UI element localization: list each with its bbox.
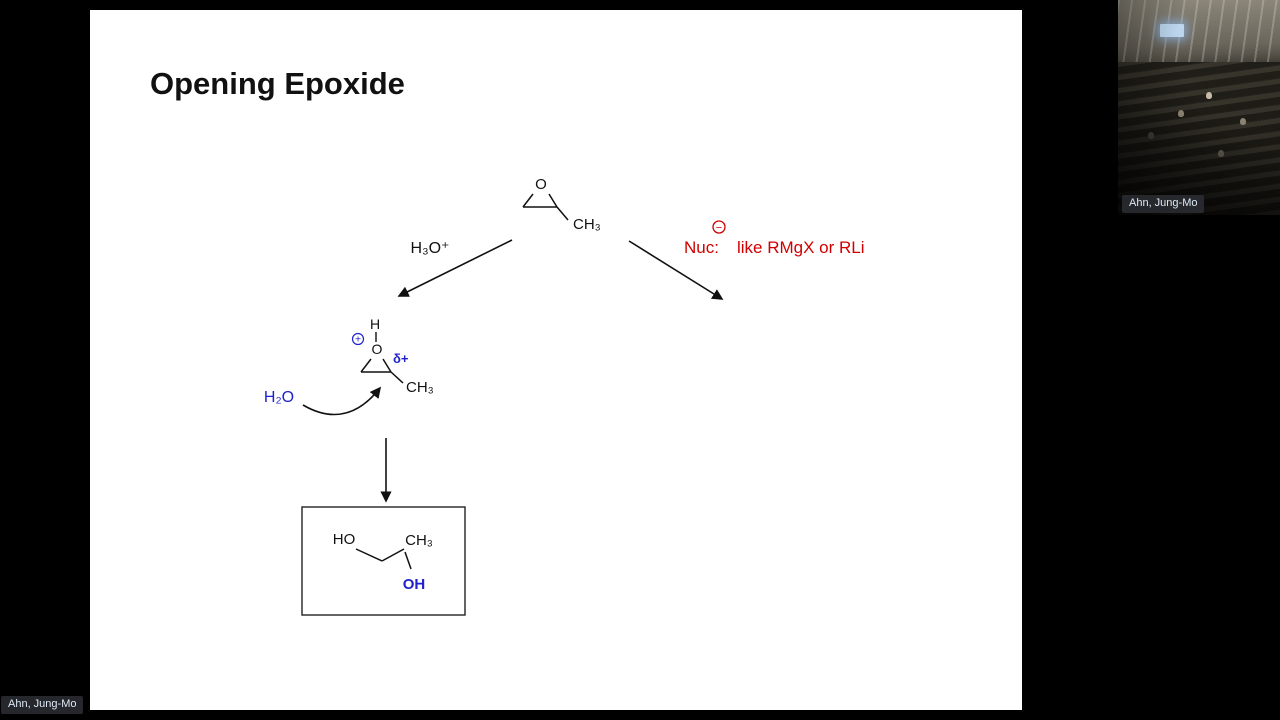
minus-charge-label: − [716, 222, 722, 234]
bond-line [548, 193, 558, 208]
nucleophile-label: Nuc: [684, 238, 719, 257]
bond-line [360, 358, 372, 373]
epoxide-methyl-label: CH₃ [573, 216, 601, 233]
lecture-hall-video [1118, 0, 1280, 215]
video-vignette [1118, 0, 1280, 215]
water-nucleophile-label: H₂O [264, 389, 294, 406]
bond-line [355, 548, 383, 562]
proton-label: H [370, 316, 380, 332]
webcam-name: Ahn, Jung-Mo [1129, 197, 1198, 209]
reaction-scheme: O CH₃ H₃O⁺ − Nuc: like RMgX or RLi [264, 176, 865, 616]
webcam-name-tag: Ahn, Jung-Mo [1122, 195, 1205, 213]
product-methyl-label: CH₃ [405, 532, 433, 549]
nucleophile-pathway: − Nuc: like RMgX or RLi [628, 220, 865, 300]
protonated-epoxide-intermediate: H + O δ+ CH₃ H₂O [264, 316, 434, 416]
webcam-tile[interactable]: Ahn, Jung-Mo [1118, 0, 1280, 215]
slide-title: Opening Epoxide [150, 66, 405, 101]
bond-line [382, 358, 392, 373]
nucleophile-examples: like RMgX or RLi [737, 238, 865, 257]
epoxide-structure: O CH₃ [522, 176, 601, 233]
product-structure: HO CH₃ OH [301, 506, 466, 616]
curved-attack-arrow [302, 386, 382, 416]
plus-circle-icon [351, 332, 365, 346]
intermediate-oxygen-label: O [372, 341, 383, 357]
epoxide-oxygen-label: O [535, 176, 547, 193]
plus-charge-label: + [355, 335, 361, 346]
product-oh-label: OH [403, 576, 426, 593]
presenter-name-tag: Ahn, Jung-Mo [1, 696, 84, 714]
bond-line [404, 551, 412, 570]
product-box [301, 506, 466, 616]
presentation-slide: Opening Epoxide O CH₃ H₃O⁺ [90, 10, 1022, 710]
bond-line [390, 371, 404, 384]
acid-pathway: H₃O⁺ [397, 239, 513, 297]
bond-line [522, 193, 534, 208]
hydronium-label: H₃O⁺ [411, 240, 450, 257]
intermediate-methyl-label: CH₃ [406, 379, 434, 396]
reaction-arrow-right [628, 240, 724, 300]
bond-line [381, 548, 405, 562]
minus-circle-icon [712, 220, 726, 234]
bond-line [556, 206, 569, 221]
presenter-name: Ahn, Jung-Mo [8, 698, 77, 710]
product-ho-label: HO [333, 531, 356, 548]
delta-plus-label: δ+ [393, 351, 409, 366]
reaction-arrow-left [397, 239, 513, 297]
